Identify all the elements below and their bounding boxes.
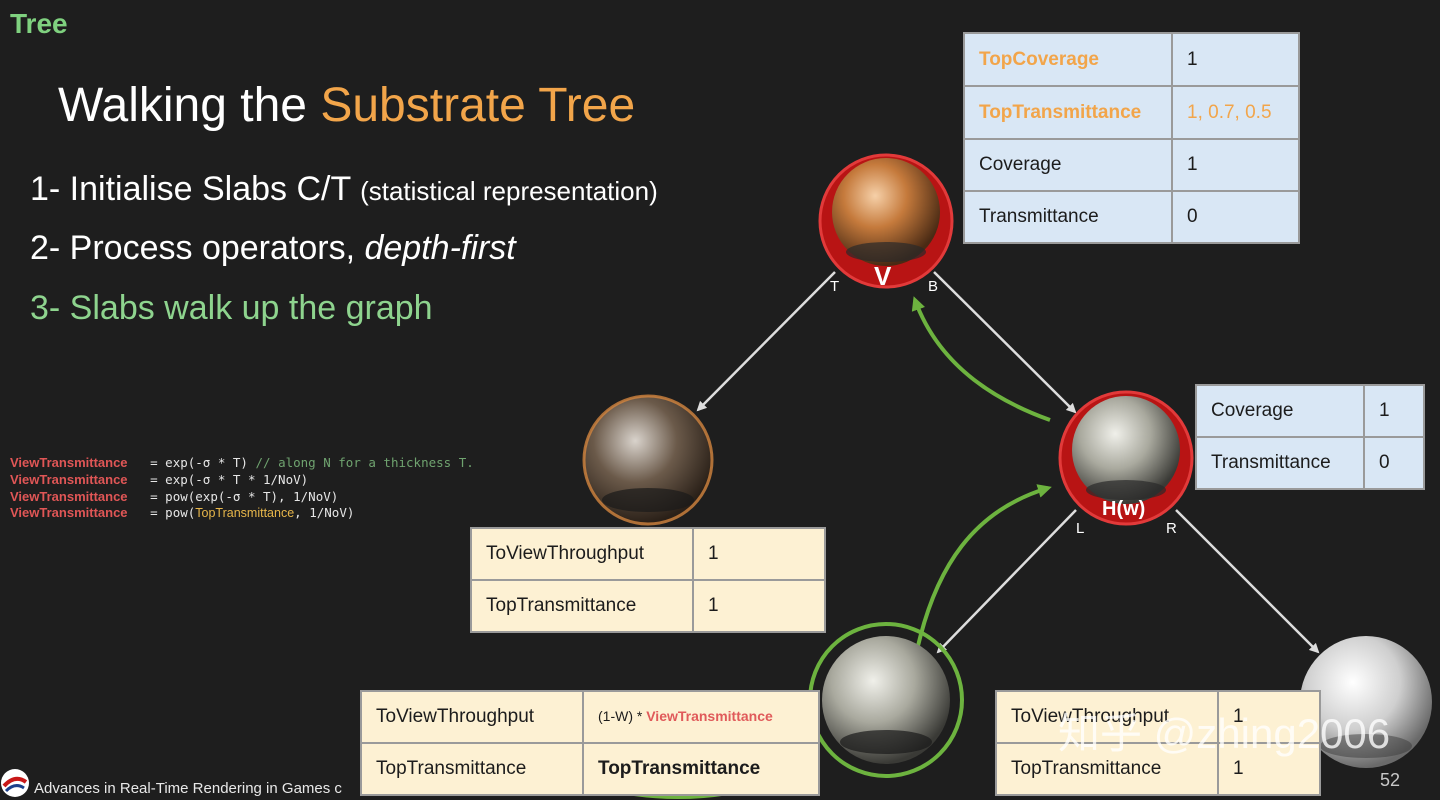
edge-h-r [1175, 509, 1320, 654]
slide-title: Walking the Substrate Tree [58, 78, 635, 133]
node-h-port-r: R [1166, 520, 1177, 537]
table-key: TopCoverage [963, 32, 1173, 87]
green-arrow-l-to-h [914, 484, 1052, 656]
table-key: Coverage [1195, 384, 1365, 438]
code-var: ViewTransmittance [10, 455, 128, 470]
edge-v-h [933, 271, 1077, 414]
node-h-label: H(w) [1102, 498, 1146, 520]
code-line-4: ViewTransmittance = pow(TopTransmittance… [10, 505, 474, 522]
node-h-port-l: L [1076, 520, 1085, 537]
table-value: 1 [1217, 742, 1321, 796]
node-v-port-b: B [928, 278, 939, 295]
code-expr: = exp(-σ * T) [150, 455, 248, 470]
formula-var: ViewTransmittance [646, 708, 773, 724]
table-value: 1 [1217, 690, 1321, 744]
code-line-3: ViewTransmittance = pow(exp(-σ * T), 1/N… [10, 489, 474, 506]
edge-h-l [936, 509, 1077, 654]
node-r-sphere [1300, 636, 1432, 768]
watermark: 知乎 @zhing2006 [1058, 710, 1391, 757]
step-1: 1- Initialise Slabs C/T (statistical rep… [30, 170, 658, 209]
code-line-1: ViewTransmittance = exp(-σ * T) // along… [10, 455, 474, 472]
code-var: ViewTransmittance [10, 505, 128, 521]
table-key: ToViewThroughput [470, 527, 694, 581]
footer-text: Advances in Real-Time Rendering in Games… [34, 780, 342, 797]
step-3: 3- Slabs walk up the graph [30, 289, 433, 327]
title-plain: Walking the [58, 79, 321, 132]
table-key: Transmittance [963, 190, 1173, 244]
code-expr: = exp(-σ * T * 1/NoV) [150, 471, 309, 487]
table-value: (1-W) * ViewTransmittance [582, 690, 820, 744]
table-key: TopTransmittance [995, 742, 1219, 796]
table-value: 1 [692, 579, 826, 633]
code-block: ViewTransmittance = exp(-σ * T) // along… [10, 455, 474, 522]
edge-v-t [696, 271, 836, 412]
table-key: TopTransmittance [963, 85, 1173, 140]
formula-prefix: (1-W) * [598, 708, 647, 724]
green-arrow-h-to-v [911, 296, 1051, 422]
table-key: Coverage [963, 138, 1173, 192]
table-key: ToViewThroughput [360, 690, 584, 744]
table-value: 1, 0.7, 0.5 [1171, 85, 1300, 140]
step-1-note: (statistical representation) [360, 176, 658, 206]
table-value: 1 [692, 527, 826, 581]
table-value: 1 [1363, 384, 1425, 438]
node-v-sphere [832, 158, 940, 266]
table-value: 0 [1363, 436, 1425, 490]
code-expr: = pow( [150, 505, 196, 521]
step-2: 2- Process operators, depth-first [30, 229, 516, 268]
step-2-emph: depth-first [364, 229, 516, 267]
table-value: 1 [1171, 32, 1300, 87]
node-h-sphere [1072, 396, 1180, 504]
page-number: 52 [1380, 770, 1401, 790]
code-expr: , 1/NoV) [294, 505, 355, 521]
table-value: 0 [1171, 190, 1300, 244]
code-highlight: TopTransmittance [195, 506, 295, 521]
code-line-2: ViewTransmittance = exp(-σ * T * 1/NoV) [10, 472, 474, 489]
node-v-label: V [874, 261, 892, 291]
table-key: Transmittance [1195, 436, 1365, 490]
conference-logo-icon [1, 769, 29, 797]
table-key: ToViewThroughput [995, 690, 1219, 744]
table-key: TopTransmittance [470, 579, 694, 633]
step-1-main: 1- Initialise Slabs C/T [30, 170, 351, 208]
table-node-l: ToViewThroughput(1-W) * ViewTransmittanc… [360, 690, 820, 796]
title-accent: Substrate Tree [320, 79, 636, 132]
code-expr: = pow(exp(-σ * T), 1/NoV) [150, 488, 339, 504]
table-value: 1 [1171, 138, 1300, 192]
code-var: ViewTransmittance [10, 488, 128, 504]
table-value: TopTransmittance [582, 742, 820, 796]
section-tag: Tree [10, 8, 68, 39]
step-2-main: 2- Process operators, [30, 229, 365, 267]
code-comment: // along N for a thickness T. [255, 455, 474, 470]
node-l-sphere [822, 636, 950, 764]
code-var: ViewTransmittance [10, 471, 128, 487]
table-key: TopTransmittance [360, 742, 584, 796]
node-v-port-t: T [830, 278, 840, 295]
